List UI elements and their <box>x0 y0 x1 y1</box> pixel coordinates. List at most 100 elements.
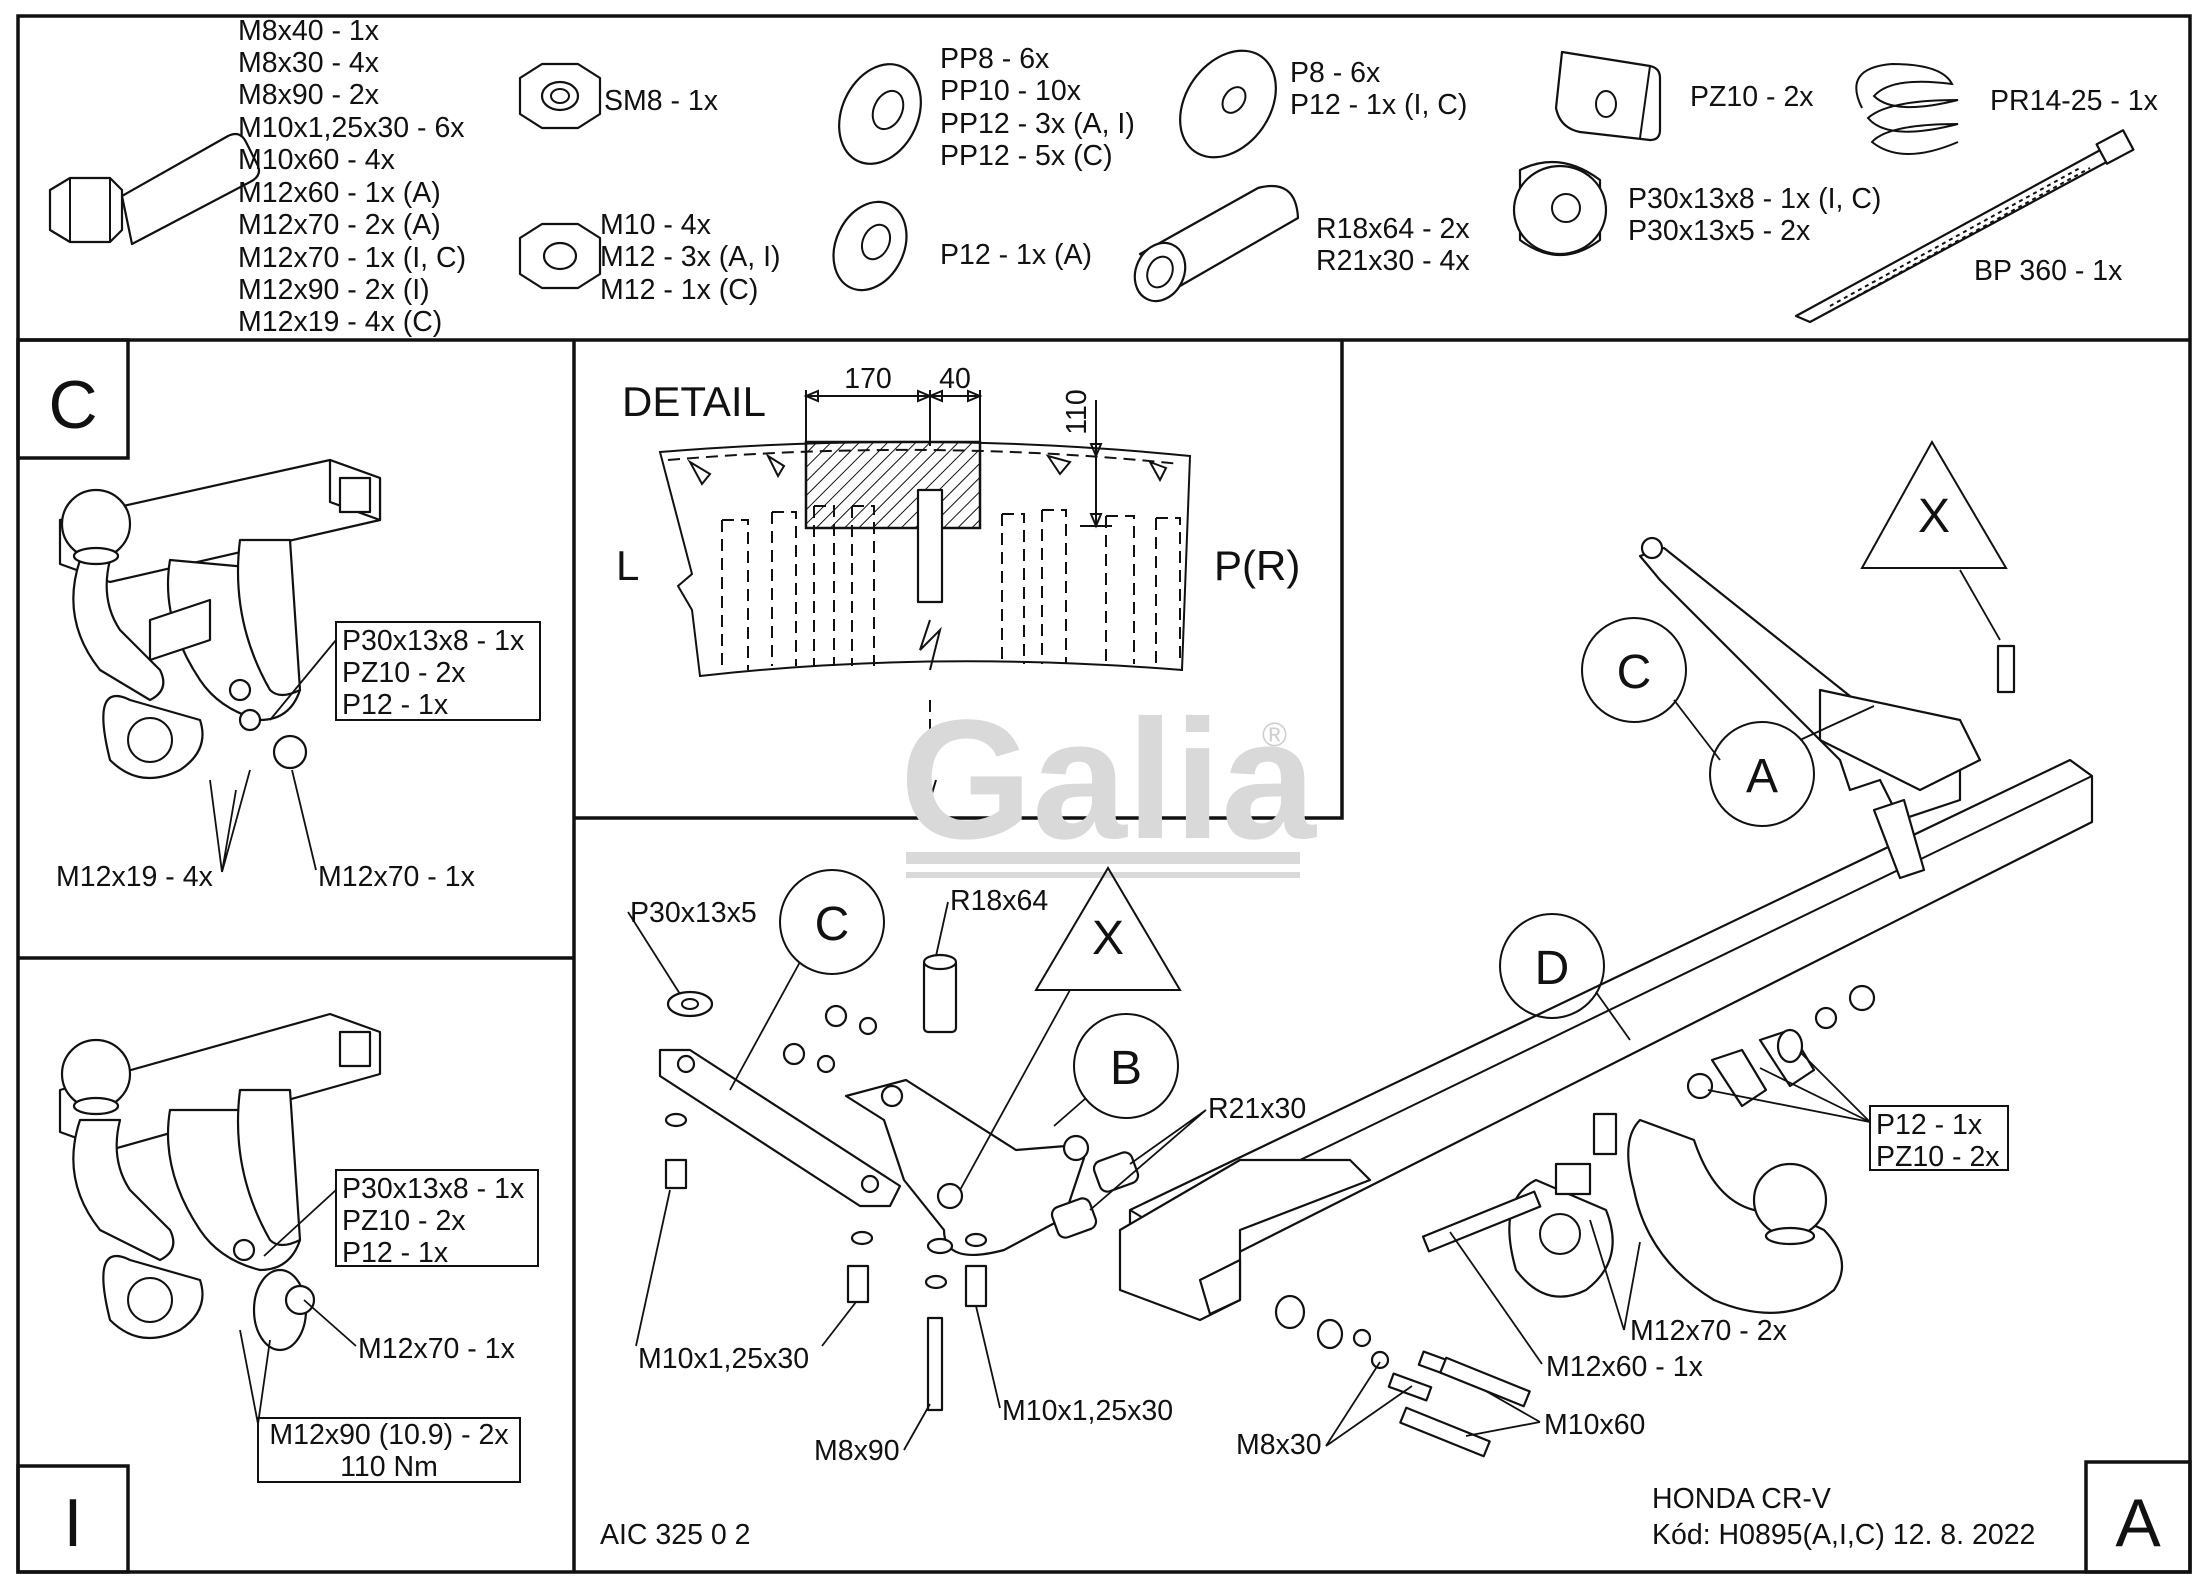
label-p30x13x5: P30x13x5 <box>630 897 757 929</box>
dim-40: 40 <box>939 363 971 395</box>
towbar-variant-c-drawing <box>58 458 382 780</box>
panel-c-letter-box <box>16 338 130 460</box>
sleeve-r21x30-b <box>1050 1197 1098 1239</box>
label-m10x1-right: M10x1,25x30 <box>1002 1395 1173 1427</box>
leader-b <box>1053 1097 1087 1127</box>
panel-c-box-line-1: P30x13x8 - 1x <box>342 625 524 657</box>
washer-center-2 <box>964 1232 988 1248</box>
pp-line-2: PP10 - 10x <box>940 75 1081 107</box>
nut-left-2 <box>782 1042 806 1066</box>
variant-letter-box <box>2084 1460 2192 1574</box>
bolt-m8x90 <box>926 1316 944 1412</box>
panel-i-box-line-3: P12 - 1x <box>342 1237 448 1269</box>
nut-line-3: M12 - 1x (C) <box>600 274 758 306</box>
bolt-line-6: M12x60 - 1x (A) <box>238 177 441 209</box>
callout-c-left: C <box>815 898 850 951</box>
leader-m12x70 <box>1589 1219 1641 1331</box>
bp-label: BP 360 - 1x <box>1974 255 2122 287</box>
panel-c-box-line-2: PZ10 - 2x <box>342 657 466 689</box>
b-bracket <box>844 1078 1086 1257</box>
sleeve-r21x30-a <box>1092 1151 1140 1193</box>
sleeve-icon <box>1133 184 1300 303</box>
sleeve-r18x64-top <box>922 953 958 971</box>
p12-washer-left <box>1686 1072 1714 1100</box>
panel-i-torque-line-1: M12x90 (10.9) - 2x <box>269 1419 508 1451</box>
label-r21x30: R21x30 <box>1208 1093 1306 1125</box>
main-callout-leaders <box>1707 1051 1871 1123</box>
bolt-line-1: M8x40 - 1x <box>238 15 379 47</box>
bolt-center-right <box>964 1264 988 1308</box>
leader-x-left <box>959 989 1071 1191</box>
bolt-line-10: M12x19 - 4x (C) <box>238 306 442 338</box>
bolt-line-7: M12x70 - 2x (A) <box>238 209 441 241</box>
panel-i-box-line-2: PZ10 - 2x <box>342 1205 466 1237</box>
spacer-p30x13x5 <box>666 990 714 1018</box>
leader-p30x13x5 <box>627 911 681 995</box>
variant-letter: A <box>2115 1485 2161 1561</box>
leader-m12x60 <box>1449 1231 1543 1365</box>
b-bracket-hole-3 <box>1062 1134 1090 1162</box>
main-box-line-1: P12 - 1x <box>1876 1109 1982 1141</box>
nut-line-1: M10 - 4x <box>600 209 711 241</box>
washer-left-2 <box>816 1054 836 1074</box>
nut-right-1 <box>1848 984 1876 1012</box>
cutout-region <box>804 440 982 530</box>
panel-i-letter-box <box>16 1464 130 1574</box>
panel-i-callout-box <box>335 1169 539 1267</box>
label-m10x60: M10x60 <box>1544 1409 1645 1441</box>
panel-c-callout-box <box>335 621 541 721</box>
p-line-1: P8 - 6x <box>1290 57 1380 89</box>
leader-c-right <box>1673 699 1721 761</box>
leader-r21x30 <box>1089 1109 1207 1211</box>
right-arm-nut <box>1640 536 1664 560</box>
socket-hole <box>1539 1213 1581 1255</box>
callout-circle-c-left <box>779 869 885 975</box>
leader-c-left <box>729 961 801 1091</box>
detail-title: DETAIL <box>622 378 766 425</box>
panel-c: C P30x13x8 - 1x PZ10 - 2x P12 - 1x M12x1… <box>16 338 541 893</box>
dim-extensions <box>805 390 981 446</box>
pz10-label: PZ10 - 2x <box>1690 81 1814 113</box>
left-side-bracket <box>1118 1158 1372 1322</box>
outer-frame <box>16 14 2192 1574</box>
pp-line-4: PP12 - 5x (C) <box>940 140 1113 172</box>
panel-i-torque-line-2: 110 Nm <box>340 1451 438 1483</box>
triangle-x-right <box>1860 439 2008 569</box>
towbar-variant-i-drawing <box>58 1012 382 1352</box>
main-callout-box <box>1869 1105 2009 1171</box>
nut-left-1 <box>824 1004 848 1028</box>
detail-left-label: L <box>616 542 639 589</box>
callout-circle-a <box>1709 721 1815 827</box>
drawing-code: AIC 325 0 2 <box>600 1519 751 1551</box>
washer-left-3 <box>850 1230 874 1246</box>
callout-circle-b <box>1073 1013 1179 1119</box>
bolt-m10x60-a <box>1439 1356 1531 1408</box>
leader-x-right <box>1959 569 2001 641</box>
leader-m10x60 <box>1465 1389 1541 1437</box>
detail-right-label: P(R) <box>1214 542 1300 589</box>
panel-c-box-line-3: P12 - 1x <box>342 689 448 721</box>
b-bracket-hole-2 <box>936 1182 964 1210</box>
detail-view: DETAIL 170 40 <box>616 363 1300 804</box>
spring-icon <box>1855 62 1959 155</box>
panel-i-box-line-1: P30x13x8 - 1x <box>342 1173 524 1205</box>
p12-washer-right <box>1776 1028 1804 1064</box>
callout-circle-d <box>1499 913 1605 1019</box>
leader-m8x30 <box>1325 1361 1413 1447</box>
panel-c-label-m12x19: M12x19 - 4x <box>56 861 213 893</box>
sleeve-line-1: R18x64 - 2x <box>1316 213 1470 245</box>
bumper-clips <box>687 453 1168 486</box>
panel-c-m12x70-leader <box>291 769 317 871</box>
washer-icon <box>832 200 908 292</box>
main-assembly: C A D B C X X P30x13x5 R18x64 R21x30 M10… <box>627 439 2094 1467</box>
panel-c-m12x19-leaders <box>209 769 251 873</box>
mounting-pin <box>916 488 944 604</box>
c-strap-hole-2 <box>860 1174 880 1194</box>
label-m12x60: M12x60 - 1x <box>1546 1351 1703 1383</box>
spacer-ring-icon <box>1512 160 1608 257</box>
callout-d: D <box>1535 942 1570 995</box>
break-line <box>919 619 942 671</box>
panel-i-label-m12x70: M12x70 - 1x <box>358 1333 515 1365</box>
